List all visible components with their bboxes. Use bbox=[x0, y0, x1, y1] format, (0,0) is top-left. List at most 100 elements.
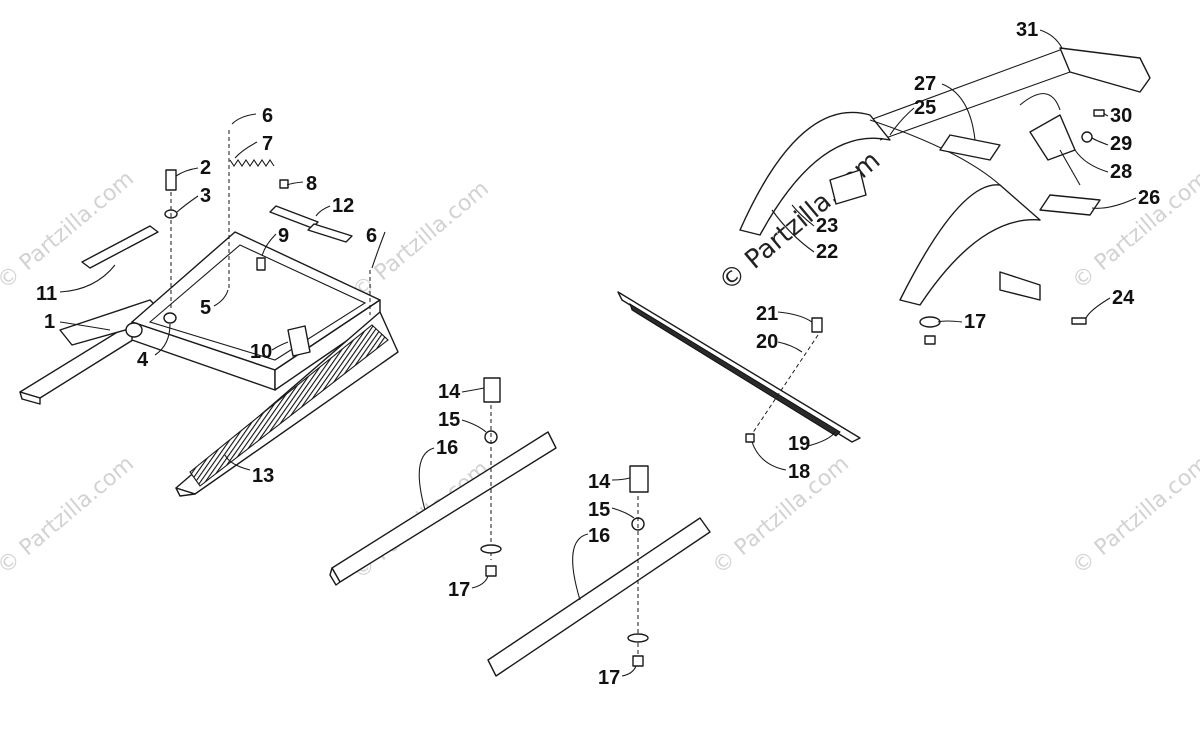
watermark-text: © Partzilla.com bbox=[1068, 451, 1200, 579]
lower-bars bbox=[329, 377, 711, 677]
callout-15b: 15 bbox=[588, 499, 610, 521]
bolt-30 bbox=[1093, 109, 1105, 117]
nut-17-b bbox=[632, 655, 644, 667]
watermark-text: © Partzilla.com bbox=[0, 451, 139, 579]
spring bbox=[229, 159, 275, 167]
callout-20: 20 bbox=[756, 331, 778, 353]
leader-10 bbox=[271, 341, 289, 351]
leader-6a bbox=[231, 113, 257, 125]
watermark-text: © Partzilla.com bbox=[708, 451, 854, 579]
cable bbox=[1019, 93, 1061, 111]
bolt-9 bbox=[256, 257, 266, 271]
callout-16b: 16 bbox=[588, 525, 610, 547]
leader-17c bbox=[937, 320, 963, 323]
leader-21 bbox=[777, 311, 813, 323]
handle-31 bbox=[1059, 47, 1151, 93]
flap-assembly bbox=[617, 291, 861, 443]
leader-5 bbox=[213, 289, 229, 307]
callout-10: 10 bbox=[250, 341, 272, 363]
bolt-2 bbox=[165, 169, 177, 191]
callout-26: 26 bbox=[1138, 187, 1160, 209]
callout-2: 2 bbox=[200, 157, 211, 179]
frame-tube-end bbox=[125, 322, 143, 338]
leader-14b bbox=[611, 477, 631, 481]
pad-11-a bbox=[81, 225, 159, 269]
block-14-b bbox=[629, 465, 649, 493]
callout-5: 5 bbox=[200, 297, 211, 319]
block-14-a bbox=[483, 377, 501, 403]
callout-21: 21 bbox=[756, 303, 778, 325]
leader-20 bbox=[777, 341, 803, 353]
leader-31 bbox=[1039, 29, 1063, 49]
nut-18 bbox=[745, 433, 755, 443]
leader-28 bbox=[1074, 149, 1109, 173]
leader-30 bbox=[1103, 112, 1109, 117]
leader-29 bbox=[1091, 137, 1109, 146]
pad-27 bbox=[939, 134, 1001, 161]
washer-17-b bbox=[627, 633, 649, 643]
mount-bracket bbox=[287, 325, 311, 357]
leader-23 bbox=[791, 204, 815, 227]
right-side-rail-tip bbox=[175, 487, 196, 497]
callout-6a: 6 bbox=[262, 105, 273, 127]
callout-31: 31 bbox=[1016, 19, 1038, 41]
pad-12-b bbox=[307, 223, 353, 243]
callout-12: 12 bbox=[332, 195, 354, 217]
callout-25: 25 bbox=[914, 97, 936, 119]
bumper-top-bar bbox=[869, 49, 1061, 121]
leader-13 bbox=[224, 454, 251, 471]
leader-7 bbox=[234, 141, 258, 159]
callout-4: 4 bbox=[137, 349, 149, 371]
callout-1: 1 bbox=[44, 311, 55, 333]
bar-16-a-end bbox=[329, 567, 341, 586]
washer-17-c bbox=[919, 316, 941, 328]
callouts: 1 2 3 4 5 6 6 7 8 9 10 11 12 13 14 15 16… bbox=[36, 19, 1160, 689]
leader-lines bbox=[59, 29, 1137, 677]
leader-15b bbox=[611, 507, 635, 519]
nut-4 bbox=[163, 312, 177, 324]
leader-17a bbox=[471, 575, 489, 589]
bumper-right-loop bbox=[899, 184, 1041, 306]
callout-8: 8 bbox=[306, 173, 317, 195]
bumper-top-bar-2 bbox=[879, 71, 1071, 141]
bumper-assembly bbox=[739, 47, 1151, 345]
leader-17b bbox=[621, 665, 637, 677]
leader-22 bbox=[771, 209, 815, 253]
callout-29: 29 bbox=[1110, 133, 1132, 155]
bumper-left-loop bbox=[739, 111, 891, 236]
left-side-rail-end bbox=[19, 391, 41, 405]
leader-26 bbox=[1091, 197, 1137, 209]
callout-30: 30 bbox=[1110, 105, 1132, 127]
callout-24: 24 bbox=[1112, 287, 1135, 309]
leader-2 bbox=[175, 167, 199, 177]
callout-3: 3 bbox=[200, 185, 211, 207]
callout-28: 28 bbox=[1110, 161, 1132, 183]
leader-9 bbox=[261, 233, 277, 257]
flap-axis bbox=[747, 334, 819, 441]
leader-16b bbox=[572, 533, 589, 601]
leader-16a bbox=[418, 447, 435, 511]
callout-7: 7 bbox=[262, 133, 273, 155]
leader-18 bbox=[751, 441, 787, 471]
callout-11: 11 bbox=[36, 283, 57, 305]
leader-6b bbox=[371, 231, 386, 269]
callout-27: 27 bbox=[914, 73, 936, 95]
rivet-8 bbox=[279, 179, 289, 189]
leader-25 bbox=[889, 107, 915, 136]
leader-1 bbox=[59, 321, 111, 331]
hitch-28 bbox=[1029, 114, 1076, 161]
bracket-24 bbox=[999, 271, 1041, 301]
bolt-24 bbox=[1071, 317, 1087, 325]
leader-15a bbox=[461, 419, 487, 433]
rack-frame-inner bbox=[148, 244, 367, 361]
pad-26 bbox=[1039, 194, 1101, 216]
callout-9: 9 bbox=[278, 225, 289, 247]
leader-14a bbox=[461, 387, 485, 393]
watermark-text: © Partzilla.com bbox=[0, 166, 139, 294]
flap-19 bbox=[617, 291, 861, 443]
grip-tape bbox=[189, 324, 389, 487]
bracket-23 bbox=[829, 169, 867, 205]
chain bbox=[1059, 149, 1081, 186]
